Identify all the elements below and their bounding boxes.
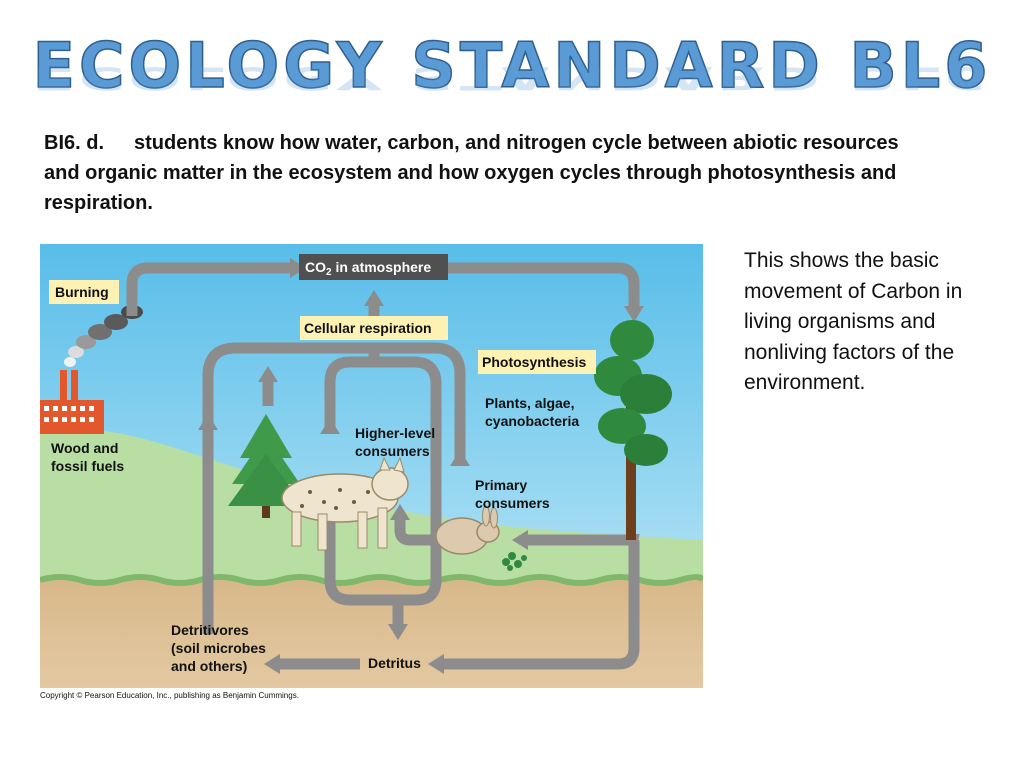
- bobcat-icon: [281, 456, 409, 551]
- label-plants-algae-line2: cyanobacteria: [485, 413, 579, 429]
- copyright-notice: Copyright © Pearson Education, Inc., pub…: [40, 691, 299, 700]
- ground-plant-icon: [502, 552, 527, 571]
- label-primary-consumers-line1: Primary: [475, 477, 527, 493]
- label-wood-fossil-line2: fossil fuels: [51, 458, 124, 474]
- label-cellular-respiration: Cellular respiration: [300, 316, 448, 340]
- label-detritivores-line3: and others): [171, 658, 247, 674]
- slide-title: ECOLOGY STANDARD BL6: [32, 29, 992, 103]
- label-plants-algae-line1: Plants, algae,: [485, 395, 574, 411]
- standard-text: students know how water, carbon, and nit…: [44, 132, 899, 214]
- label-photosynthesis: Photosynthesis: [478, 350, 596, 374]
- rabbit-icon: [435, 505, 500, 555]
- label-burning: Burning: [49, 280, 119, 304]
- standard-code: BI6. d.: [44, 132, 105, 154]
- label-primary-consumers-line2: consumers: [475, 495, 550, 511]
- side-description: This shows the basic movement of Carbon …: [744, 249, 963, 394]
- label-wood-fossil-line1: Wood and: [51, 440, 118, 456]
- label-detritivores-line1: Detritivores: [171, 622, 249, 638]
- carbon-cycle-diagram: CO2 in atmosphere Burning Cellular respi…: [40, 244, 703, 688]
- standard-paragraph: BI6. d.students know how water, carbon, …: [44, 128, 924, 218]
- svg-text:Photosynthesis: Photosynthesis: [482, 354, 586, 370]
- factory-icon: [40, 370, 104, 434]
- label-detritivores-line2: (soil microbes: [171, 640, 266, 656]
- label-higher-consumers-line2: consumers: [355, 443, 430, 459]
- label-co2-atmosphere: CO2 in atmosphere: [299, 254, 448, 280]
- label-detritus: Detritus: [368, 655, 421, 671]
- svg-text:Burning: Burning: [55, 284, 109, 300]
- svg-text:CO2 in atmosphere: CO2 in atmosphere: [305, 259, 431, 278]
- grass-edge: [40, 574, 703, 586]
- tall-tree-icon: [594, 320, 672, 540]
- label-higher-consumers-line1: Higher-level: [355, 425, 435, 441]
- svg-text:Cellular respiration: Cellular respiration: [304, 320, 432, 336]
